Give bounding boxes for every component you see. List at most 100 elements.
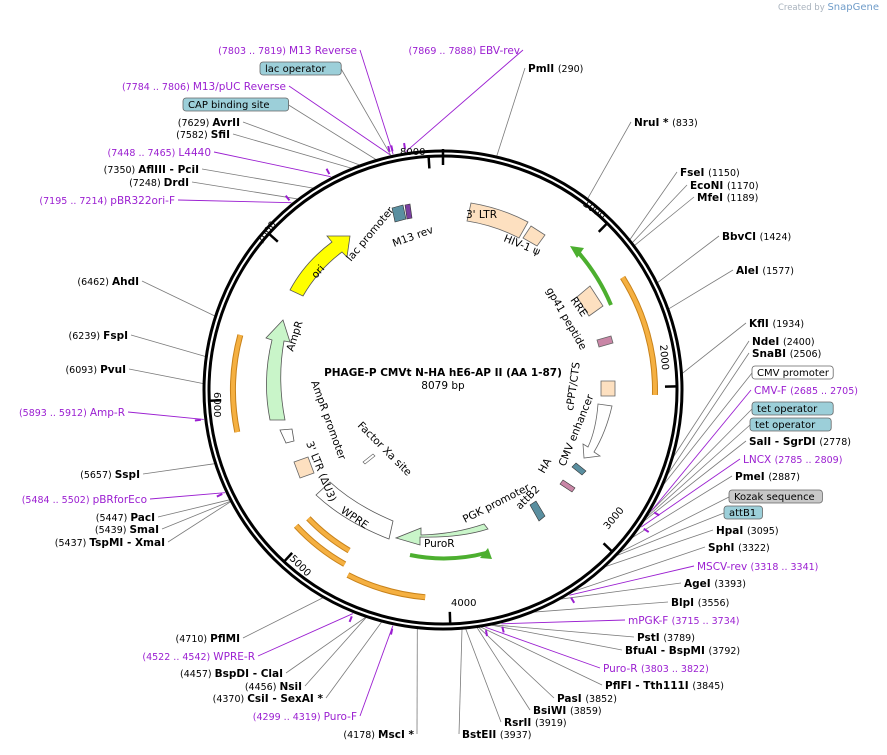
boxed-label[interactable]: CMV promoter [752, 366, 833, 379]
primer-name: MSCV-rev [697, 561, 751, 573]
primer-label[interactable]: LNCX (2785 .. 2809) [743, 454, 842, 466]
site-label[interactable]: (5447) PacI [96, 512, 155, 524]
feature-ampr-promoter-shape[interactable] [280, 429, 294, 443]
primer-leader [150, 493, 225, 499]
primer-label[interactable]: (5484 .. 5502) pBRforEco [22, 494, 147, 506]
site-label[interactable]: PflFI - Tth111I (3845) [605, 680, 724, 692]
primer-name: LNCX [743, 454, 775, 466]
site-label[interactable]: NruI * (833) [634, 117, 698, 129]
primer-label[interactable]: (7784 .. 7806) M13/pUC Reverse [122, 81, 286, 93]
site-label[interactable]: (5439) SmaI [95, 524, 159, 536]
site-label[interactable]: (5657) SspI [80, 469, 140, 481]
feature-attb2-shape[interactable] [530, 501, 545, 521]
site-label[interactable]: BbvCI (1424) [722, 231, 791, 243]
boxed-label[interactable]: CAP binding site [183, 98, 289, 111]
site-label[interactable]: EcoNI (1170) [690, 180, 759, 192]
site-name: NsiI [279, 681, 302, 693]
site-label[interactable]: (4457) BspDI - ClaI [180, 668, 283, 680]
feature-attb1-shape[interactable] [560, 480, 575, 492]
site-label[interactable]: AgeI (3393) [684, 578, 746, 590]
site-label[interactable]: PstI (3789) [637, 632, 695, 644]
site-label[interactable]: PmeI (2887) [735, 471, 800, 483]
primer-marker [388, 146, 389, 152]
primer-name: mPGK-F [628, 615, 672, 627]
site-label[interactable]: BstEII (3937) [462, 729, 532, 741]
site-label[interactable]: (7629) AvrII [178, 117, 240, 129]
site-label[interactable]: MfeI (1189) [697, 192, 758, 204]
primer-label[interactable]: (7803 .. 7819) M13 Reverse [218, 45, 357, 57]
site-leader [668, 270, 733, 309]
site-label[interactable]: (4370) CsiI - SexAI * [213, 693, 324, 705]
tick-2000: 2000 [657, 344, 670, 370]
primer-label[interactable]: (4299 .. 4319) Puro-F [253, 711, 357, 723]
primer-label[interactable]: (4522 .. 4542) WPRE-R [142, 651, 255, 663]
boxed-label[interactable]: tet operator [750, 418, 831, 431]
site-label[interactable]: BlpI (3556) [671, 597, 729, 609]
site-name: MscI * [378, 729, 414, 741]
site-name: AleI [736, 265, 762, 277]
site-label[interactable]: (6093) PvuI [65, 364, 126, 376]
site-label[interactable]: BsiWI (3859) [533, 705, 602, 717]
primer-range: (3318 .. 3341) [751, 562, 819, 573]
tick-mark-3000 [604, 543, 613, 551]
feature-factor-xa-shape[interactable] [363, 454, 375, 464]
site-label[interactable]: HpaI (3095) [716, 525, 779, 537]
site-label[interactable]: RsrII (3919) [504, 717, 567, 729]
site-position: (7582) [176, 130, 211, 141]
site-label[interactable]: (7350) AflIII - PciI [104, 164, 199, 176]
boxed-label[interactable]: tet operator [752, 402, 833, 415]
primer-label[interactable]: (7195 .. 7214) pBR322ori-F [39, 195, 175, 207]
site-position: (1577) [762, 266, 794, 277]
feature-gp41-shape[interactable] [597, 336, 613, 347]
site-label[interactable]: (7582) SfiI [176, 129, 230, 141]
site-leader [459, 628, 462, 734]
orf-bottom[interactable] [348, 575, 425, 597]
site-label[interactable]: AleI (1577) [736, 265, 794, 277]
site-label[interactable]: FseI (1150) [680, 167, 740, 179]
orf-right[interactable] [623, 277, 655, 395]
site-label[interactable]: SphI (3322) [708, 542, 770, 554]
primer-range: (3715 .. 3734) [672, 616, 740, 627]
site-label[interactable]: (6239) FspI [69, 330, 128, 342]
site-position: (2778) [819, 437, 851, 448]
feature-cppt-shape[interactable] [601, 381, 615, 396]
site-leader [142, 281, 216, 316]
site-label[interactable]: (4710) PflMI [176, 633, 240, 645]
site-label[interactable]: (7248) DrdI [129, 177, 189, 189]
primer-label[interactable]: CMV-F (2685 .. 2705) [754, 385, 858, 397]
primer-label[interactable]: (7869 .. 7888) EBV-rev [408, 45, 520, 57]
primer-label[interactable]: (7448 .. 7465) L4440 [108, 147, 211, 159]
site-leader [479, 626, 602, 685]
primer-leader [405, 50, 523, 152]
label-m13rev: M13 rev [391, 224, 435, 250]
site-name: MfeI [697, 192, 727, 204]
boxed-label[interactable]: lac operator [260, 62, 341, 75]
site-label[interactable]: BfuAI - BspMI (3792) [625, 645, 740, 657]
site-leader [143, 464, 216, 474]
site-name: PflMI [210, 633, 240, 645]
primer-label[interactable]: mPGK-F (3715 .. 3734) [628, 615, 740, 627]
boxed-label[interactable]: Kozak sequence [729, 490, 822, 503]
site-label[interactable]: (4178) MscI * [343, 729, 414, 741]
site-label[interactable]: SnaBI (2506) [752, 348, 821, 360]
site-label[interactable]: (6462) AhdI [77, 276, 139, 288]
primer-label[interactable]: (5893 .. 5912) Amp-R [19, 407, 125, 419]
primer-label[interactable]: MSCV-rev (3318 .. 3341) [697, 561, 818, 573]
site-position: (3393) [714, 579, 746, 590]
feature-ampr-shape[interactable] [266, 320, 290, 420]
site-label[interactable]: NdeI (2400) [752, 336, 815, 348]
primer-leader [360, 50, 393, 154]
tick-8000: 8000 [400, 147, 425, 158]
site-label[interactable]: PmlI (290) [528, 63, 583, 75]
feature-m13rev-shape[interactable] [405, 204, 412, 219]
primer-label[interactable]: Puro-R (3803 .. 3822) [603, 663, 709, 675]
site-label[interactable]: (4456) NsiI [245, 681, 302, 693]
feature-ha-shape[interactable] [572, 463, 586, 475]
boxed-label[interactable]: attB1 [724, 506, 763, 519]
site-label[interactable]: SalI - SgrDI (2778) [749, 436, 851, 448]
site-label[interactable]: KflI (1934) [749, 318, 804, 330]
site-leader [192, 182, 299, 199]
site-label[interactable]: (5437) TspMI - XmaI [55, 537, 165, 549]
primer-leader [128, 412, 204, 419]
site-label[interactable]: PasI (3852) [557, 693, 617, 705]
